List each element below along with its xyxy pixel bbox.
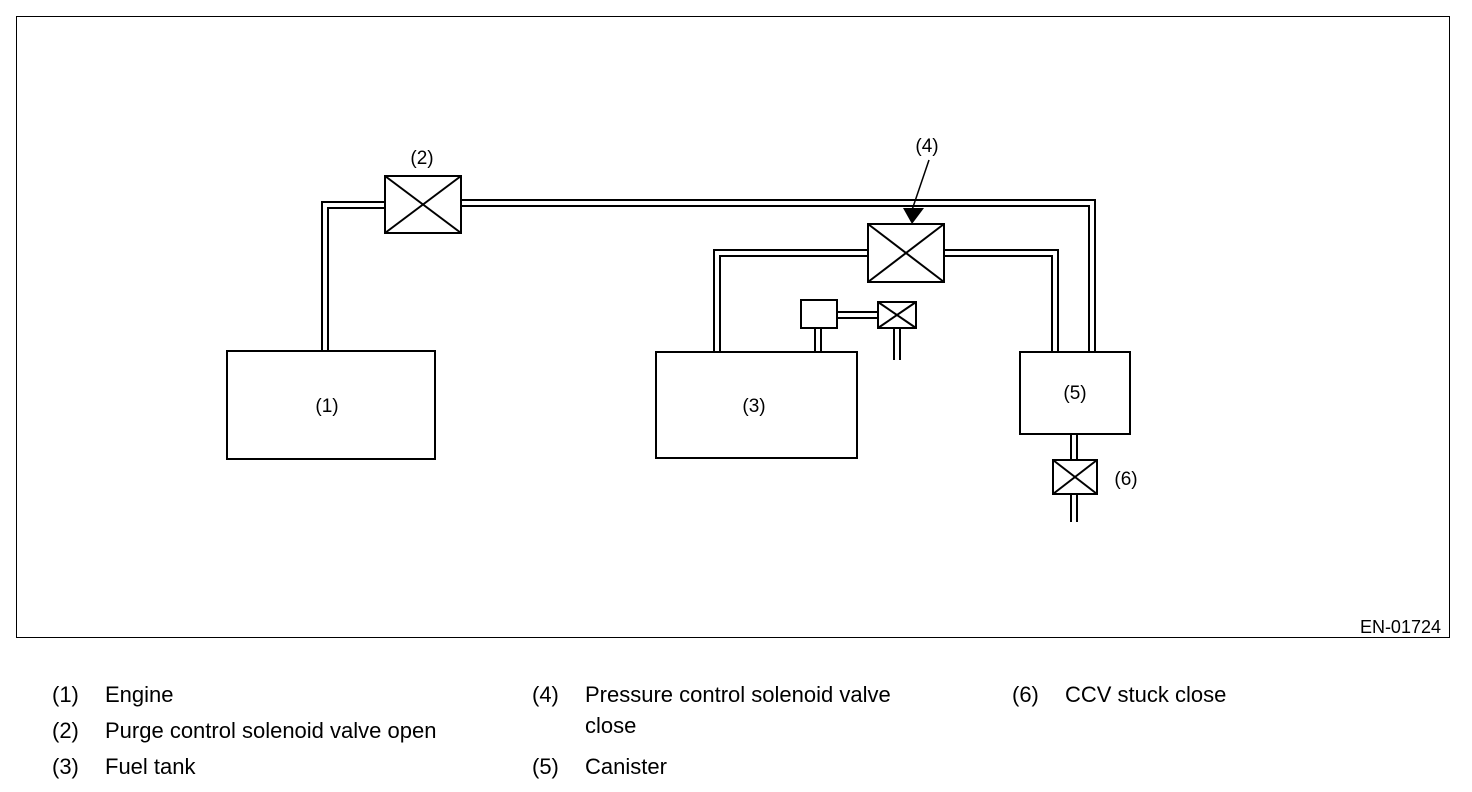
- diagram-frame: [16, 16, 1450, 638]
- label-3: (3): [742, 396, 765, 417]
- figure-id: EN-01724: [1360, 617, 1441, 637]
- canister-box: [1019, 351, 1131, 435]
- legend-num: (6): [1012, 682, 1039, 707]
- legend-text: Canister: [585, 754, 667, 779]
- sensor-box: [800, 299, 838, 329]
- small-valve-icon: [877, 301, 917, 329]
- label-2: (2): [410, 148, 433, 169]
- legend-num: (1): [52, 682, 79, 707]
- legend-num: (4): [532, 682, 559, 707]
- legend-text: Engine: [105, 682, 174, 707]
- engine-box: [226, 350, 436, 460]
- fuel-tank-box: [655, 351, 858, 459]
- pipe-engine-canister: [321, 199, 1096, 352]
- legend-text: CCV stuck close: [1065, 682, 1227, 707]
- purge-control-valve-icon: [384, 175, 462, 234]
- label-5: (5): [1063, 383, 1086, 404]
- legend-text-line2: close: [585, 713, 637, 738]
- legend-text: Pressure control solenoid valve: [585, 682, 891, 707]
- label-1: (1): [315, 396, 338, 417]
- legend-num: (2): [52, 718, 79, 743]
- leader-arrow-4: [903, 159, 930, 224]
- pipe-tank-canister: [713, 249, 1059, 352]
- label-4: (4): [915, 136, 938, 157]
- ccv-valve-icon: [1052, 459, 1098, 495]
- legend-num: (5): [532, 754, 559, 779]
- legend-text: Fuel tank: [105, 754, 196, 779]
- legend-num: (3): [52, 754, 79, 779]
- pipe-canister-ccv: [1070, 434, 1078, 522]
- legend-text: Purge control solenoid valve open: [105, 718, 437, 743]
- label-6: (6): [1114, 469, 1137, 490]
- pipe-sensor: [814, 311, 901, 360]
- pressure-control-valve-icon: [867, 223, 945, 283]
